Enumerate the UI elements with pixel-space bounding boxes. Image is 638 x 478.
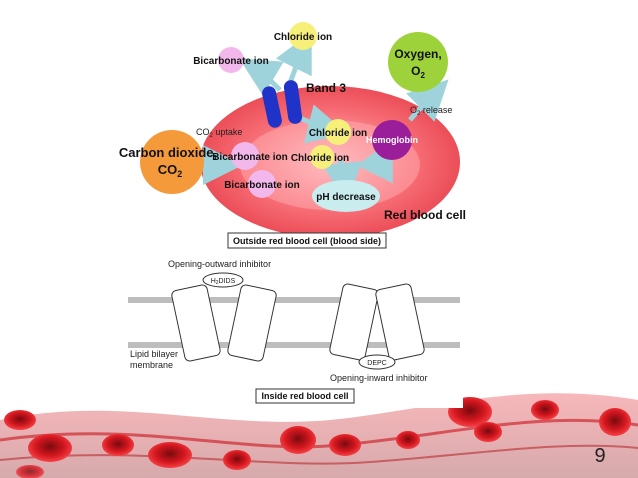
bicarbonate-ion-low-label: Bicarbonate ion xyxy=(224,180,300,191)
carbon-dioxide-label-line2: CO2 xyxy=(158,162,183,179)
lipid-bilayer-label-line2: membrane xyxy=(130,360,173,370)
chloride-ion-mid-circle xyxy=(325,119,351,145)
chloride-ion-low-label: Chloride ion xyxy=(291,153,349,164)
oxygen-label-line1: Oxygen, xyxy=(394,47,441,61)
ph-decrease-label: pH decrease xyxy=(316,192,376,203)
chloride-ion-low-circle xyxy=(310,145,334,169)
co2-uptake-label: CO2 uptake xyxy=(196,127,242,139)
h2dids-ellipse xyxy=(202,272,244,288)
oxygen-label-line2: O2 xyxy=(411,64,425,80)
band3-label: Band 3 xyxy=(306,81,346,95)
membrane-bottom-layer xyxy=(128,342,460,348)
depc-label: DEPC xyxy=(367,360,386,367)
outward-open-transporter xyxy=(171,284,277,362)
hemoglobin-circle xyxy=(372,120,412,160)
bicarbonate-ion-low-circle xyxy=(248,170,276,198)
hemoglobin-label: Hemoglobin xyxy=(366,135,418,145)
lipid-bilayer-label-line1: Lipid bilayer xyxy=(130,349,178,359)
ph-decrease-ellipse xyxy=(312,180,380,212)
o2-release-label: O2 release xyxy=(410,105,452,117)
depc-ellipse xyxy=(358,354,396,370)
bicarbonate-ion-top-circle xyxy=(218,47,244,73)
outside-label: Outside red blood cell (blood side) xyxy=(233,236,381,246)
outside-label-box xyxy=(227,232,387,249)
h2dids-label: H2DIDS xyxy=(211,278,236,286)
top-diagram: Chloride ion Bicarbonate ion Band 3 Oxyg… xyxy=(119,22,466,249)
membrane-top-layer xyxy=(128,297,460,303)
inward-open-transporter xyxy=(329,283,425,361)
chloride-ion-mid-label: Chloride ion xyxy=(309,128,367,139)
carbon-dioxide-circle xyxy=(140,130,204,194)
band3-transporter xyxy=(262,80,303,128)
bicarbonate-ion-mid-circle xyxy=(231,142,259,170)
chloride-ion-top-circle xyxy=(289,22,317,50)
slide-number: 9 xyxy=(594,445,606,467)
oxygen-circle xyxy=(388,32,448,92)
blood-cells-background xyxy=(0,393,638,478)
chloride-ion-top-label: Chloride ion xyxy=(274,32,332,43)
outward-inhibitor-label: Opening-outward inhibitor xyxy=(168,259,271,269)
red-blood-cell-label: Red blood cell xyxy=(384,208,466,222)
inside-label-box xyxy=(255,388,355,404)
inward-inhibitor-label: Opening-inward inhibitor xyxy=(330,373,428,383)
bottom-diagram: Opening-outward inhibitor H2DIDS DEPC Li… xyxy=(128,258,463,408)
bicarbonate-ion-top-label: Bicarbonate ion xyxy=(193,56,269,67)
inside-label: Inside red blood cell xyxy=(261,391,348,401)
carbon-dioxide-label-line1: Carbon dioxide, xyxy=(119,145,217,160)
bicarbonate-ion-mid-label: Bicarbonate ion xyxy=(212,152,288,163)
